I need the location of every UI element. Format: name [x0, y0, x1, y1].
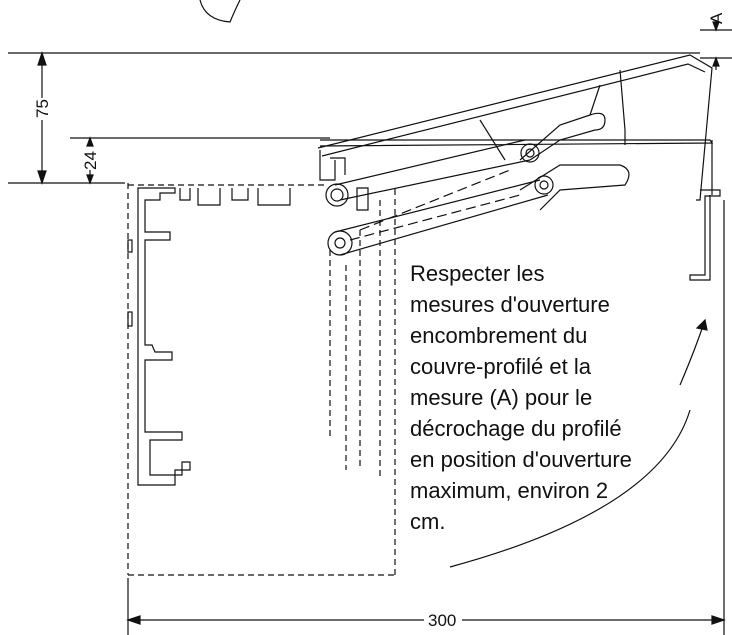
note-line-6: décrochage du profilé [410, 416, 622, 441]
hinge-arms [334, 139, 549, 256]
opening-sweep-arrowhead [695, 318, 708, 331]
note-line-1: Respecter les [410, 261, 545, 286]
frame-profile-dashed [127, 183, 396, 576]
note-line-8: maximum, environ 2 [410, 478, 609, 503]
note-line-9: cm. [410, 509, 446, 534]
note-line-4: couvre-profilé et la [410, 354, 591, 379]
opening-sweep-arc [449, 409, 691, 568]
frame-profile-solid [127, 187, 291, 486]
installation-note: Respecter les mesures d'ouverture encomb… [410, 258, 710, 537]
dimension-75: 75 [33, 51, 52, 185]
dimension-300-label: 300 [428, 611, 456, 630]
note-line-2: mesures d'ouverture [410, 292, 610, 317]
note-line-5: mesure (A) pour le [410, 385, 593, 410]
dimension-a: A [707, 12, 726, 70]
dimension-300: 300 [126, 200, 726, 635]
dimension-24: 24 [81, 136, 100, 185]
dimension-75-label: 75 [33, 99, 52, 118]
note-line-7: en position d'ouverture [410, 447, 632, 472]
note-line-3: encombrement du [410, 323, 588, 348]
top-cutout-shape [199, 0, 241, 23]
open-flap [317, 54, 721, 281]
dimension-a-label: A [707, 12, 726, 24]
dimension-24-label: 24 [81, 151, 100, 170]
hinge-pivots [325, 143, 554, 256]
